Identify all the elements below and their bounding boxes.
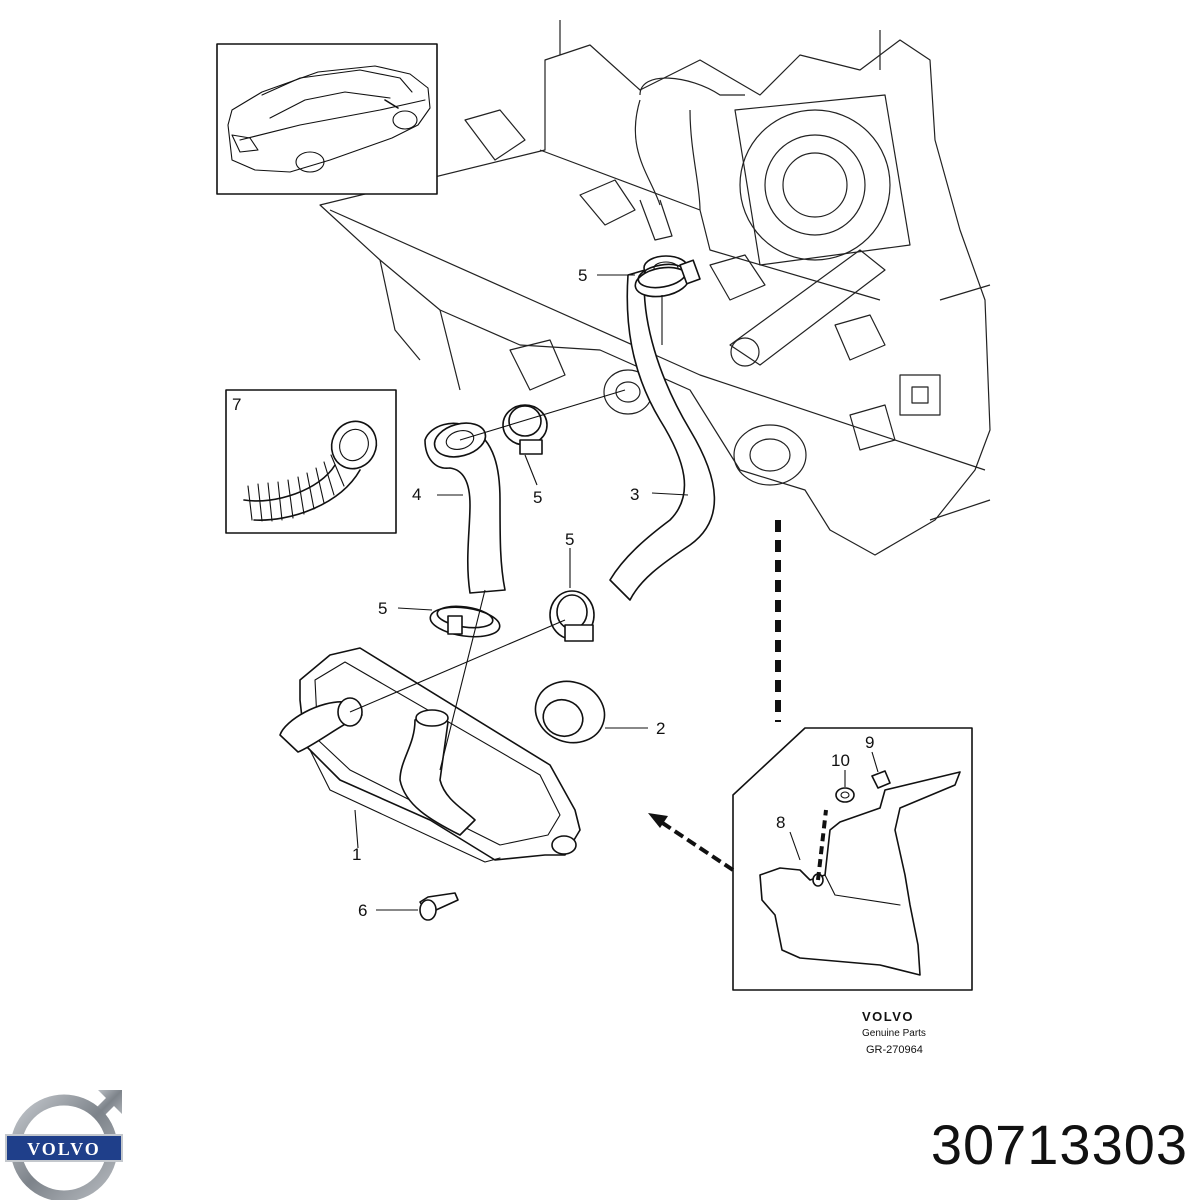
callout-3: 3 bbox=[630, 485, 639, 504]
hose-clamp-bottom-right bbox=[549, 590, 595, 642]
assembly-lines bbox=[349, 295, 663, 771]
callout-10: 10 bbox=[831, 751, 850, 770]
callout-9: 9 bbox=[865, 733, 874, 752]
callout-leaders bbox=[354, 274, 689, 911]
callout-labels: 1 2 3 4 5 5 5 5 6 7 8 9 10 bbox=[232, 266, 874, 920]
genuine-parts-label: Genuine Parts bbox=[862, 1028, 926, 1039]
inset-bracket bbox=[732, 727, 973, 991]
hose-clamp-top bbox=[634, 259, 701, 298]
inset-corrugated-hose bbox=[225, 389, 397, 534]
callout-4: 4 bbox=[412, 485, 421, 504]
callout-5-clamp-left: 5 bbox=[378, 599, 387, 618]
hose-clamp-bottom-left bbox=[429, 605, 501, 638]
seal-ring-2 bbox=[534, 680, 606, 744]
coolant-hose-4 bbox=[424, 422, 506, 594]
callout-6: 6 bbox=[358, 901, 367, 920]
callout-5-clamp-right: 5 bbox=[565, 530, 574, 549]
diagram-code: GR-270964 bbox=[866, 1044, 923, 1056]
callout-5-clamp-mid: 5 bbox=[533, 488, 542, 507]
callout-5-top: 5 bbox=[578, 266, 587, 285]
logo-band bbox=[5, 1134, 123, 1162]
oil-cooler-1 bbox=[279, 647, 581, 863]
brand-wordmark-small: VOLVO bbox=[862, 1009, 914, 1024]
hose-clamp-mid-left bbox=[502, 404, 548, 455]
volvo-logo: VOLVO bbox=[5, 1090, 123, 1200]
car-location-inset bbox=[216, 43, 438, 195]
callout-8: 8 bbox=[776, 813, 785, 832]
pointer-arrowhead bbox=[648, 813, 668, 828]
callout-2: 2 bbox=[656, 719, 665, 738]
callout-7: 7 bbox=[232, 395, 241, 414]
logo-wordmark: VOLVO bbox=[27, 1139, 101, 1159]
callout-1: 1 bbox=[352, 845, 361, 864]
corrugation-rings bbox=[247, 454, 345, 522]
part-number: 30713303 bbox=[930, 1113, 1188, 1176]
diagram-brand-block: VOLVO Genuine Parts GR-270964 bbox=[862, 1009, 926, 1056]
bolt-6 bbox=[419, 892, 459, 921]
pointer-arrow bbox=[653, 816, 735, 872]
